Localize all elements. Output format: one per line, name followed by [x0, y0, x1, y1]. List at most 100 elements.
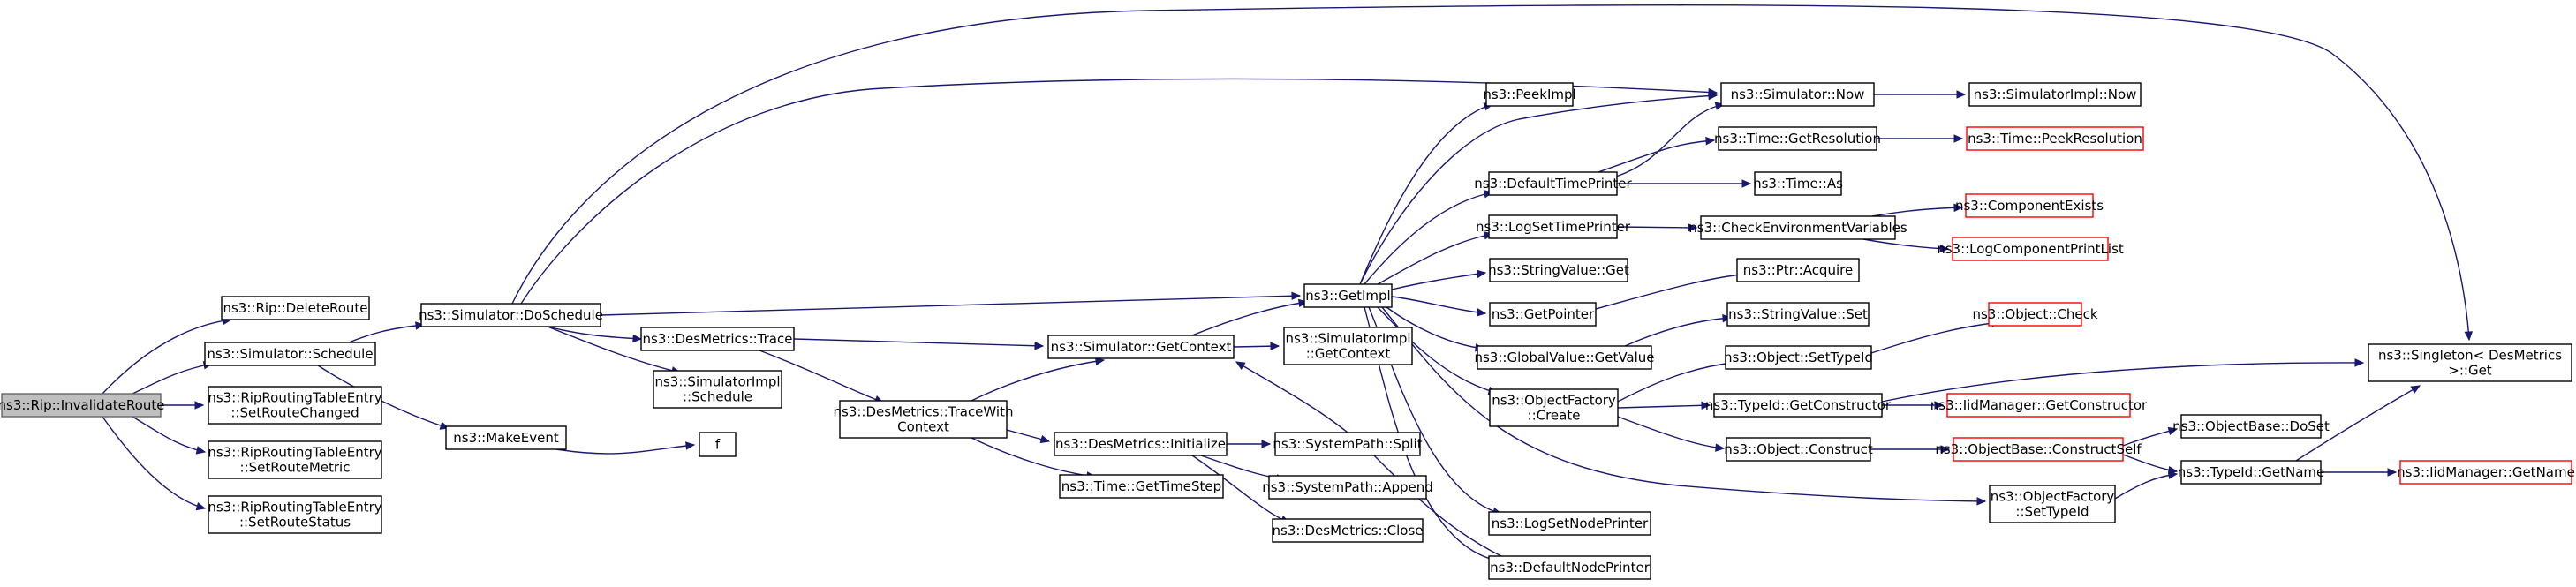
node-box[interactable] — [445, 425, 567, 450]
node-global-value-get-value[interactable]: ns3::GlobalValue::GetValue — [1474, 345, 1655, 370]
node-box[interactable] — [2368, 343, 2572, 382]
node-set-route-changed[interactable]: ns3::RipRoutingTableEntry::SetRouteChang… — [208, 386, 382, 425]
node-get-impl[interactable]: ns3::GetImpl — [1303, 283, 1393, 308]
node-box[interactable] — [1489, 388, 1619, 427]
node-box[interactable] — [1966, 126, 2144, 151]
node-default-node-printer[interactable]: ns3::DefaultNodePrinter — [1488, 555, 1651, 580]
node-box[interactable] — [653, 370, 782, 409]
node-box[interactable] — [1268, 475, 1427, 500]
node-object-check[interactable]: ns3::Object::Check — [1972, 302, 2098, 327]
node-string-value-get[interactable]: ns3::StringValue::Get — [1488, 258, 1629, 282]
node-box[interactable] — [1059, 474, 1224, 499]
node-box[interactable] — [1953, 437, 2124, 462]
node-peek-impl[interactable]: ns3::PeekImpl — [1483, 82, 1576, 107]
node-box[interactable] — [1726, 437, 1871, 462]
node-box[interactable] — [839, 400, 1008, 439]
node-check-env-vars[interactable]: ns3::CheckEnvironmentVariables — [1688, 215, 1907, 240]
node-time-as[interactable]: ns3::Time::As — [1753, 171, 1843, 196]
node-set-route-metric[interactable]: ns3::RipRoutingTableEntry::SetRouteMetri… — [208, 440, 382, 479]
node-box[interactable] — [1968, 82, 2142, 107]
node-object-construct[interactable]: ns3::Object::Construct — [1724, 437, 1873, 462]
node-box[interactable] — [208, 495, 382, 534]
node-box[interactable] — [2399, 460, 2572, 485]
node-time-get-resolution[interactable]: ns3::Time::GetResolution — [1714, 126, 1881, 151]
node-des-initialize[interactable]: ns3::DesMetrics::Initialize — [1054, 432, 1228, 456]
node-box[interactable] — [1489, 302, 1597, 327]
node-schedule[interactable]: ns3::Simulator::Schedule — [204, 342, 376, 366]
node-get-time-step[interactable]: ns3::Time::GetTimeStep — [1059, 474, 1224, 499]
node-box[interactable] — [1952, 237, 2109, 261]
node-simulator-now[interactable]: ns3::Simulator::Now — [1720, 82, 1875, 107]
node-simimpl-get-context[interactable]: ns3::SimulatorImpl::GetContext — [1283, 327, 1413, 365]
node-string-value-set[interactable]: ns3::StringValue::Set — [1726, 302, 1870, 327]
node-box[interactable] — [1274, 432, 1421, 456]
node-iid-get-name[interactable]: ns3::IidManager::GetName — [2397, 460, 2575, 485]
node-set-route-status[interactable]: ns3::RipRoutingTableEntry::SetRouteStatu… — [208, 495, 382, 534]
node-box[interactable] — [1965, 193, 2094, 218]
node-get-pointer[interactable]: ns3::GetPointer — [1489, 302, 1597, 327]
node-box[interactable] — [204, 342, 376, 366]
node-path-append[interactable]: ns3::SystemPath::Append — [1262, 475, 1433, 500]
node-box[interactable] — [1488, 511, 1651, 536]
node-des-trace[interactable]: ns3::DesMetrics::Trace — [640, 327, 795, 351]
node-box[interactable] — [1725, 345, 1872, 370]
node-component-exists[interactable]: ns3::ComponentExists — [1955, 193, 2104, 218]
node-time-peek-resolution[interactable]: ns3::Time::PeekResolution — [1966, 126, 2144, 151]
node-simimpl-now[interactable]: ns3::SimulatorImpl::Now — [1968, 82, 2142, 107]
node-box[interactable] — [1718, 126, 1877, 151]
node-typeid-get-name[interactable]: ns3::TypeId::GetName — [2178, 460, 2324, 485]
node-do-schedule[interactable]: ns3::Simulator::DoSchedule — [419, 303, 603, 327]
node-box[interactable] — [1700, 215, 1896, 240]
node-box[interactable] — [1488, 171, 1618, 196]
node-box[interactable] — [1477, 345, 1652, 370]
node-box[interactable] — [1720, 82, 1875, 107]
node-iid-get-constructor[interactable]: ns3::IidManager::GetConstructor — [1930, 393, 2148, 418]
node-box[interactable] — [1047, 335, 1235, 359]
node-invalidate-route[interactable]: ns3::Rip::InvalidateRoute — [0, 393, 164, 418]
node-box[interactable] — [2180, 460, 2322, 485]
node-box[interactable] — [1989, 485, 2116, 523]
node-box[interactable] — [208, 386, 382, 425]
node-box[interactable] — [208, 440, 382, 479]
node-box[interactable] — [1736, 258, 1860, 282]
node-box[interactable] — [1754, 171, 1842, 196]
node-box[interactable] — [1, 393, 162, 418]
node-box[interactable] — [1726, 302, 1870, 327]
node-box[interactable] — [1988, 302, 2082, 327]
node-default-time-printer[interactable]: ns3::DefaultTimePrinter — [1474, 171, 1633, 196]
node-box[interactable] — [1489, 258, 1628, 282]
node-object-factory-set-type-id[interactable]: ns3::ObjectFactory::SetTypeId — [1989, 485, 2116, 523]
node-box[interactable] — [2180, 414, 2322, 439]
node-log-component-print-list[interactable]: ns3::LogComponentPrintList — [1937, 237, 2124, 261]
node-box[interactable] — [1303, 283, 1393, 308]
node-get-context[interactable]: ns3::Simulator::GetContext — [1047, 335, 1235, 359]
node-simimpl-schedule[interactable]: ns3::SimulatorImpl::Schedule — [653, 370, 782, 409]
node-do-set[interactable]: ns3::ObjectBase::DoSet — [2172, 414, 2330, 439]
node-object-set-type-id[interactable]: ns3::Object::SetTypeId — [1724, 345, 1873, 370]
node-box[interactable] — [1713, 393, 1883, 418]
node-delete-route[interactable]: ns3::Rip::DeleteRoute — [221, 296, 370, 320]
node-typeid-get-constructor[interactable]: ns3::TypeId::GetConstructor — [1705, 393, 1892, 418]
node-ptr-acquire[interactable]: ns3::Ptr::Acquire — [1736, 258, 1860, 282]
node-box[interactable] — [1054, 432, 1228, 456]
node-box[interactable] — [1272, 518, 1424, 543]
node-construct-self[interactable]: ns3::ObjectBase::ConstructSelf — [1935, 437, 2142, 462]
node-box[interactable] — [1488, 214, 1618, 239]
node-singleton-get[interactable]: ns3::Singleton< DesMetrics >::Get — [2368, 343, 2572, 382]
node-box[interactable] — [221, 296, 370, 320]
node-log-set-node-printer[interactable]: ns3::LogSetNodePrinter — [1488, 511, 1651, 536]
node-path-split[interactable]: ns3::SystemPath::Split — [1273, 432, 1423, 456]
node-box[interactable] — [1488, 555, 1651, 580]
node-des-close[interactable]: ns3::DesMetrics::Close — [1272, 518, 1424, 543]
node-box[interactable] — [1485, 82, 1574, 107]
node-log-set-time-printer[interactable]: ns3::LogSetTimePrinter — [1476, 214, 1631, 239]
node-f[interactable]: f — [699, 432, 737, 457]
node-box[interactable] — [699, 432, 737, 457]
node-box[interactable] — [1946, 393, 2131, 418]
node-box[interactable] — [420, 303, 601, 327]
node-make-event[interactable]: ns3::MakeEvent — [445, 425, 567, 450]
node-object-factory-create[interactable]: ns3::ObjectFactory::Create — [1489, 388, 1619, 427]
node-box[interactable] — [1283, 327, 1413, 365]
node-box[interactable] — [640, 327, 795, 351]
